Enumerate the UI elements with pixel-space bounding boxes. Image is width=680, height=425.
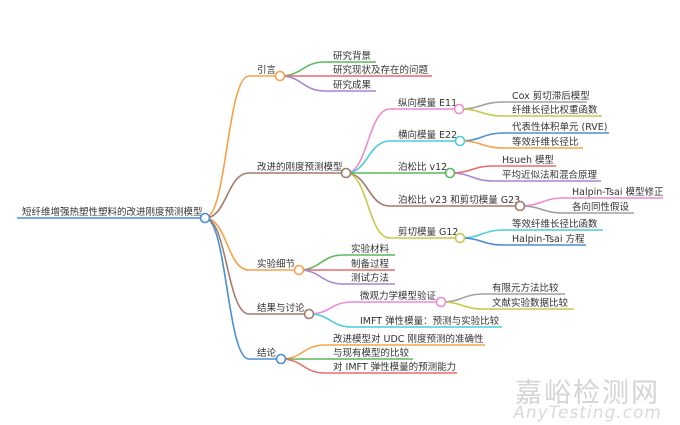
node-label[interactable]: 泊松比 v23 和剪切模量 G23 — [398, 194, 520, 206]
collapse-toggle[interactable] — [444, 167, 456, 179]
edge-line — [308, 313, 502, 328]
edge-line — [204, 217, 299, 271]
node-label[interactable]: 改进的刚度预测模型 — [257, 161, 343, 173]
collapse-toggle[interactable] — [303, 308, 315, 320]
watermark-cn: 嘉峪检测网 — [515, 378, 660, 409]
node-label[interactable]: Cox 剪切滞后模型 — [512, 90, 590, 102]
edge-line — [204, 217, 309, 315]
collapse-toggle[interactable] — [435, 296, 447, 308]
node-label[interactable]: 研究成果 — [333, 79, 372, 91]
edge-line — [204, 172, 346, 219]
edge-line — [459, 140, 583, 149]
node-label[interactable]: 实验材料 — [351, 243, 390, 255]
node-label[interactable]: 对 IMFT 弹性模量的预测能力 — [333, 361, 456, 373]
node-label[interactable]: 结论 — [257, 347, 277, 359]
node-label[interactable]: 引言 — [257, 64, 277, 76]
watermark-en: AnyTesting.com — [513, 403, 662, 423]
node-label[interactable]: 剪切模量 G12 — [398, 226, 458, 238]
node-label[interactable]: Halpin-Tsai 模型修正 — [572, 186, 664, 198]
node-label[interactable]: 各向同性假设 — [572, 201, 630, 213]
node-label[interactable]: 纵向模量 E11 — [398, 97, 457, 109]
edge-line — [459, 237, 586, 246]
collapse-toggle[interactable] — [454, 135, 466, 147]
edge-line — [345, 172, 520, 207]
node-label[interactable]: 代表性体积单元 (RVE) — [512, 121, 608, 133]
collapse-toggle[interactable] — [293, 264, 305, 276]
node-label[interactable]: IMFT 弹性模量：预测与实验比较 — [360, 315, 500, 327]
edge-line — [279, 75, 376, 92]
edge-line — [345, 172, 460, 239]
edge-line — [308, 301, 441, 315]
node-label[interactable]: Halpin-Tsai 方程 — [512, 233, 585, 245]
edge-line — [345, 140, 460, 174]
collapse-toggle[interactable] — [199, 212, 211, 224]
edge-line — [458, 108, 602, 117]
node-label[interactable]: 与现有模型的比较 — [333, 347, 410, 359]
node-label[interactable]: 微观力学模型验证 — [360, 290, 437, 302]
node-label[interactable]: 研究现状及存在的问题 — [333, 64, 429, 76]
edge-line — [440, 301, 574, 310]
collapse-toggle[interactable] — [275, 353, 287, 365]
collapse-toggle[interactable] — [514, 200, 526, 212]
edge-line — [449, 172, 601, 182]
collapse-toggle[interactable] — [454, 232, 466, 244]
node-label[interactable]: 横向模量 E22 — [398, 129, 457, 141]
edge-line — [280, 358, 457, 374]
node-label[interactable]: 实验细节 — [257, 258, 295, 270]
edge-line — [204, 217, 281, 360]
edge-line — [345, 108, 459, 174]
node-label[interactable]: 纤维长径比权重函数 — [512, 104, 598, 116]
edge-line — [298, 269, 395, 285]
node-label[interactable]: 结果与讨论 — [257, 302, 305, 314]
node-label[interactable]: 测试方法 — [351, 272, 389, 284]
edge-line — [519, 205, 634, 214]
edge-line — [204, 75, 280, 219]
node-label[interactable]: 改进模型对 UDC 刚度预测的准确性 — [333, 333, 484, 345]
node-label[interactable]: 等效纤维长径比函数 — [512, 218, 598, 230]
node-label[interactable]: 等效纤维长径比 — [512, 136, 579, 148]
node-label[interactable]: 泊松比 v12 — [398, 161, 447, 173]
root-node-label[interactable]: 短纤维增强热塑性塑料的改进刚度预测模型 — [22, 206, 203, 218]
node-label[interactable]: 研究背景 — [333, 50, 371, 62]
collapse-toggle[interactable] — [274, 70, 286, 82]
collapse-toggle[interactable] — [340, 167, 352, 179]
node-label[interactable]: Hsueh 模型 — [502, 154, 554, 166]
node-label[interactable]: 制备过程 — [351, 258, 390, 270]
node-label[interactable]: 平均近似法和混合原理 — [502, 169, 598, 181]
collapse-toggle[interactable] — [453, 103, 465, 115]
node-label[interactable]: 有限元方法比较 — [492, 282, 559, 294]
node-label[interactable]: 文献实验数据比较 — [492, 297, 569, 309]
